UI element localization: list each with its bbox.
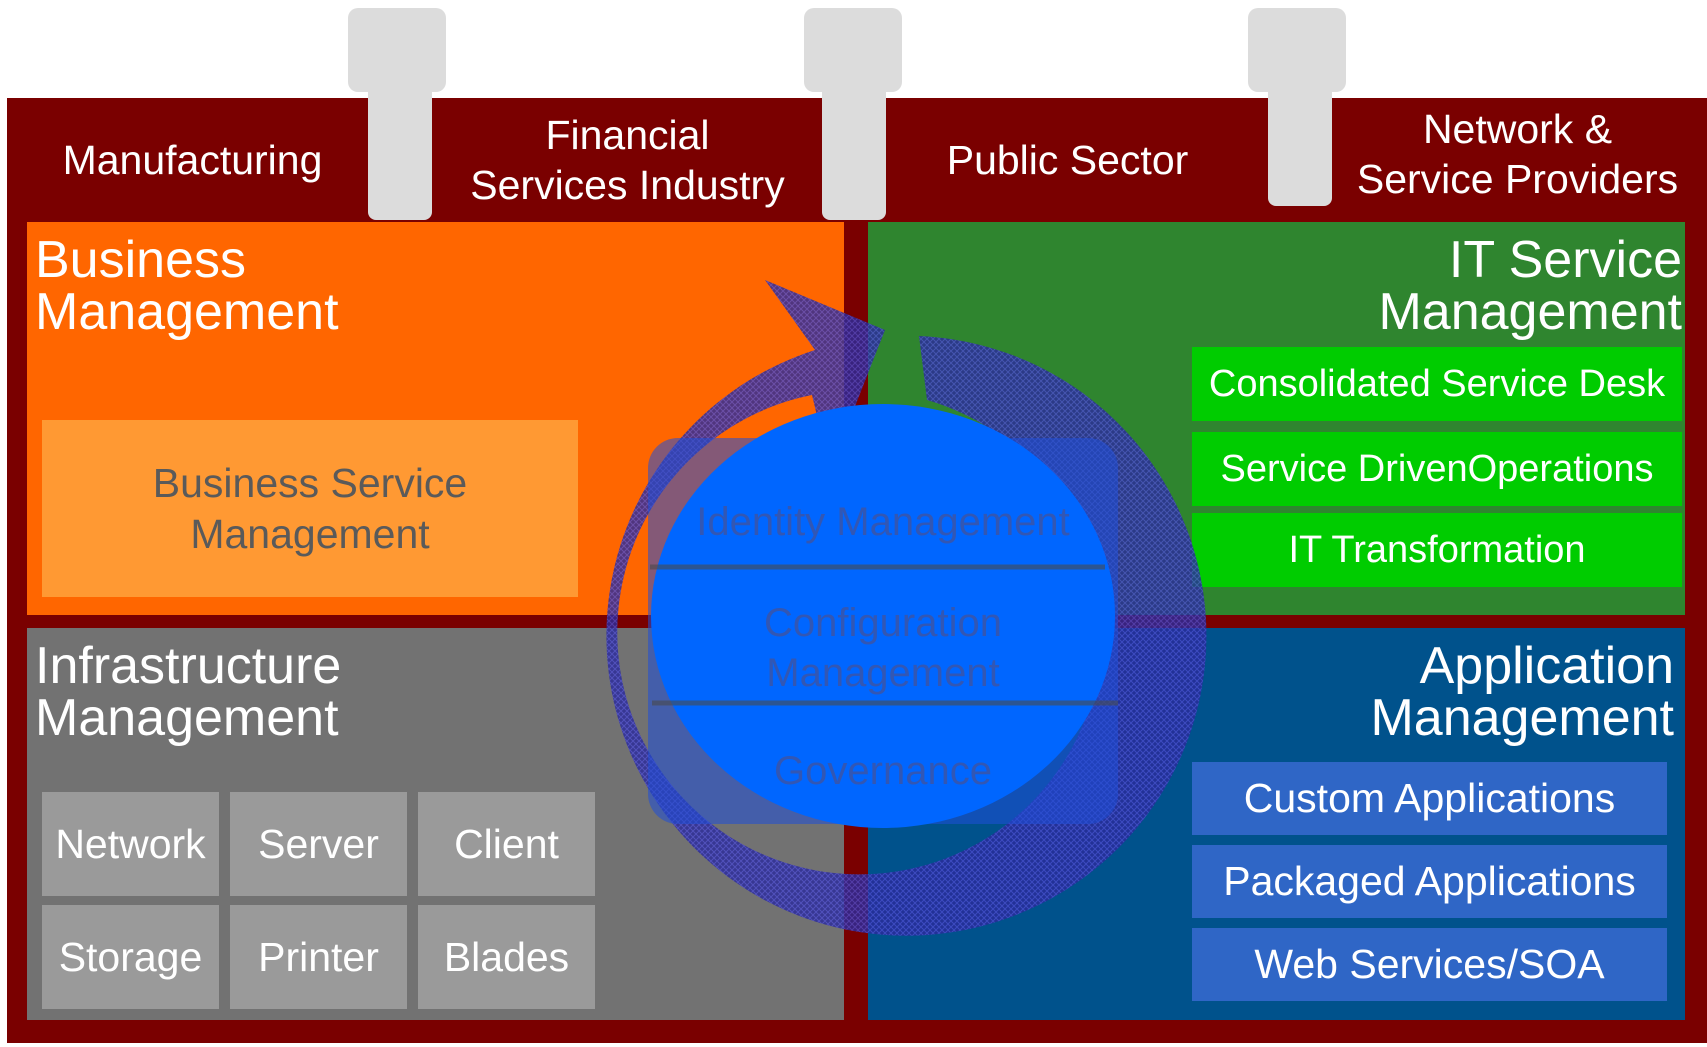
storage-tile: Storage — [42, 905, 219, 1009]
printer-tile: Printer — [230, 905, 407, 1009]
server-tile: Server — [230, 792, 407, 896]
consolidated-service-desk-box: Consolidated Service Desk — [1192, 347, 1682, 421]
industry-manufacturing: Manufacturing — [62, 137, 323, 183]
industry-network-service-providers: Network & Service Providers — [1356, 106, 1679, 202]
configuration-management-label: Configuration Management — [764, 601, 1002, 695]
it-transformation-box: IT Transformation — [1192, 513, 1682, 587]
pillar-1-cap — [348, 8, 446, 92]
industry-public-sector: Public Sector — [946, 137, 1189, 183]
pillar-1 — [368, 80, 432, 220]
web-services-soa-box: Web Services/SOA — [1192, 928, 1667, 1001]
pillar-2-cap — [804, 8, 902, 92]
application-management-title: Application Management — [1370, 637, 1674, 747]
pillar-3 — [1268, 80, 1332, 206]
custom-applications-box: Custom Applications — [1192, 762, 1667, 835]
network-tile: Network — [42, 792, 219, 896]
identity-management-label: Identity Management — [696, 500, 1070, 544]
service-driven-operations-box: Service DrivenOperations — [1192, 432, 1682, 506]
it-service-management-title: IT Service Management — [1378, 231, 1682, 341]
client-tile: Client — [418, 792, 595, 896]
business-management-title: Business Management — [35, 231, 339, 341]
industry-financial-services: Financial Services Industry — [470, 112, 785, 208]
infrastructure-management-title: Infrastructure Management — [35, 637, 342, 747]
pillar-3-cap — [1248, 8, 1346, 92]
pillar-2 — [822, 80, 886, 220]
blades-tile: Blades — [418, 905, 595, 1009]
governance-label: Governance — [774, 749, 992, 793]
globe-icon — [651, 404, 1115, 828]
business-service-management-box: Business Service Management — [42, 420, 578, 597]
packaged-applications-box: Packaged Applications — [1192, 845, 1667, 918]
